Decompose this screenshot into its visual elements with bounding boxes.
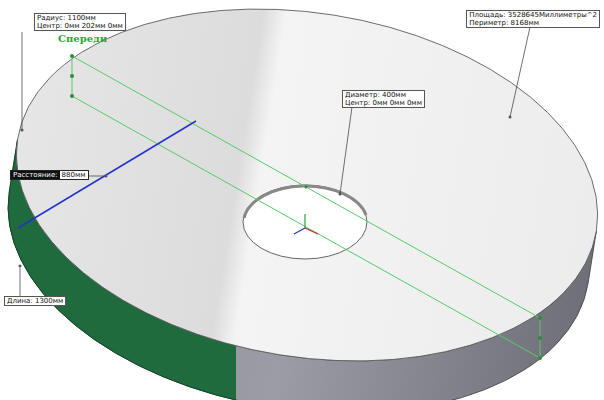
radius-callout: Радиус: 1100ммЦентр: 0мм 202мм 0мм: [34, 13, 126, 31]
callout-text: Центр: 0мм 202мм 0мм: [37, 22, 123, 30]
callout-text: 880мм: [60, 171, 88, 179]
length-callout: Длина: 1300мм: [4, 296, 66, 306]
area-callout: Площадь: 3528645Миллиметры^2Периметр: 81…: [466, 10, 600, 28]
callout-text: Периметр: 8168мм: [469, 19, 597, 27]
callout-text: Площадь: 3528645Миллиметры^2: [469, 11, 597, 19]
callout-text: Диаметр: 400мм: [345, 91, 422, 99]
callout-text: Расстояние:: [11, 171, 60, 179]
callout-text: Радиус: 1100мм: [37, 14, 123, 22]
distance-callout: Расстояние:880мм: [10, 170, 89, 180]
diameter-callout: Диаметр: 400ммЦентр: 0мм 0мм 0мм: [342, 90, 425, 108]
callout-text: Длина: 1300мм: [7, 297, 63, 305]
callout-text: Центр: 0мм 0мм 0мм: [345, 99, 422, 107]
view-label: Спереди: [58, 33, 107, 44]
